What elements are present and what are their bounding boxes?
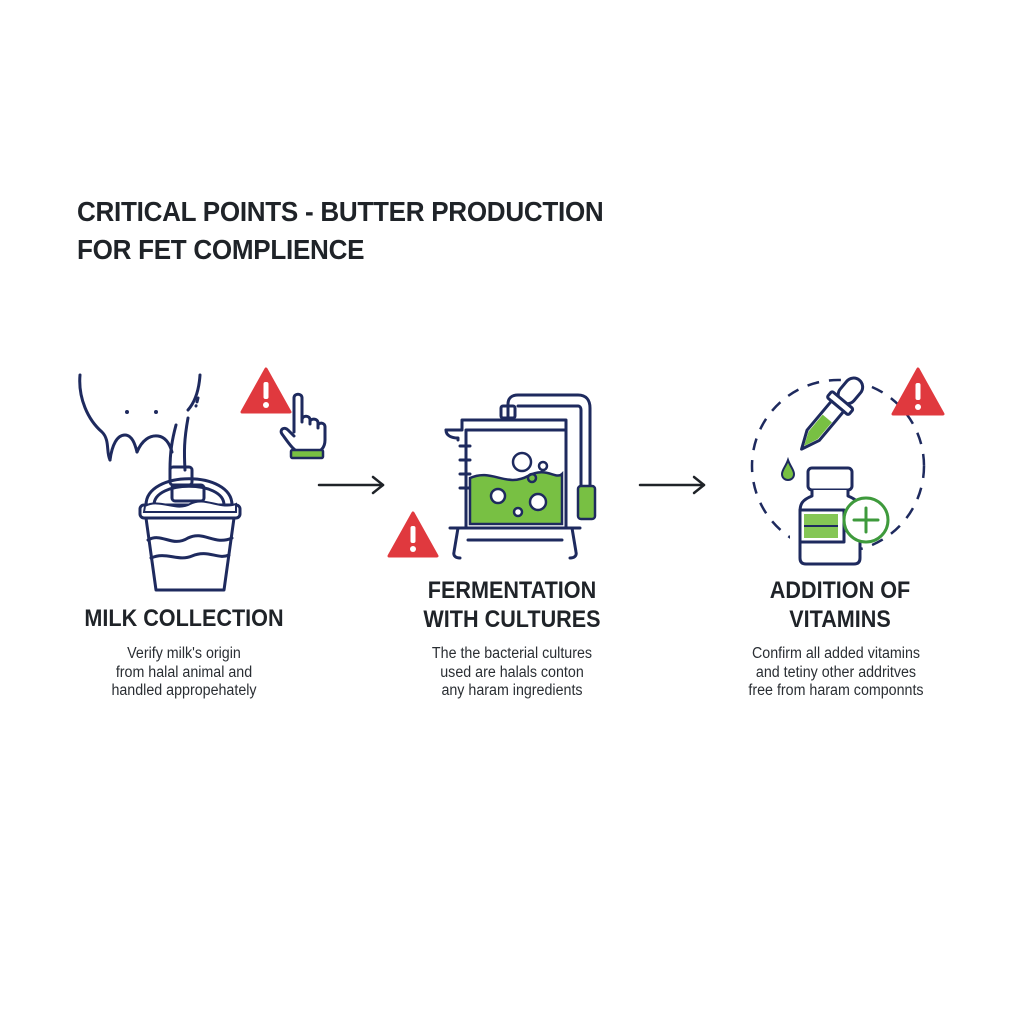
step-desc-line: any haram ingredients xyxy=(441,682,583,699)
step-desc-vitamins: Confirm all added vitamins and tetiny ot… xyxy=(729,645,942,701)
warning-icon xyxy=(240,367,292,414)
step-title-vitamins: ADDITION OF VITAMINS xyxy=(741,576,939,634)
step-desc-line: The the bacterial cultures xyxy=(431,645,593,662)
page-title: CRITICAL POINTS - BUTTER PRODUCTION FOR … xyxy=(77,193,604,269)
arrow-right-icon xyxy=(317,475,385,495)
step-title-milk-collection: MILK COLLECTION xyxy=(78,604,290,633)
step-desc-line: used are halals conton xyxy=(440,663,584,681)
step-desc-fermentation: The the bacterial cultures used are hala… xyxy=(405,645,618,701)
step-title-fermentation: FERMENTATION WITH CULTURES xyxy=(404,576,620,634)
fermentation-tank-icon xyxy=(444,393,597,560)
step-desc-milk-collection: Verify milk's origin from halal animal a… xyxy=(81,645,287,701)
vitamin-bottle-icon xyxy=(750,376,926,568)
step-desc-line: and tetiny other addritves xyxy=(755,663,917,681)
step-title-line: FERMENTATION xyxy=(427,577,597,604)
step-desc-line: Verify milk's origin xyxy=(127,645,241,662)
warning-icon xyxy=(891,367,945,416)
pointing-hand-icon xyxy=(279,392,327,460)
milk-bucket-icon xyxy=(78,373,242,592)
step-title-line: VITAMINS xyxy=(789,606,891,633)
step-desc-line: handled appropehately xyxy=(111,682,257,699)
step-desc-line: Confirm all added vitamins xyxy=(751,645,921,662)
page-title-line-2: FOR FET COMPLIENCE xyxy=(77,234,365,265)
page-title-line-1: CRITICAL POINTS - BUTTER PRODUCTION xyxy=(77,196,604,227)
step-title-line: WITH CULTURES xyxy=(423,606,601,633)
warning-icon xyxy=(387,511,439,558)
step-desc-line: from halal animal and xyxy=(115,663,253,681)
step-title-line: MILK COLLECTION xyxy=(84,605,284,632)
step-desc-line: free from haram componnts xyxy=(748,682,924,699)
step-title-line: ADDITION OF xyxy=(769,577,911,604)
arrow-right-icon xyxy=(638,475,706,495)
